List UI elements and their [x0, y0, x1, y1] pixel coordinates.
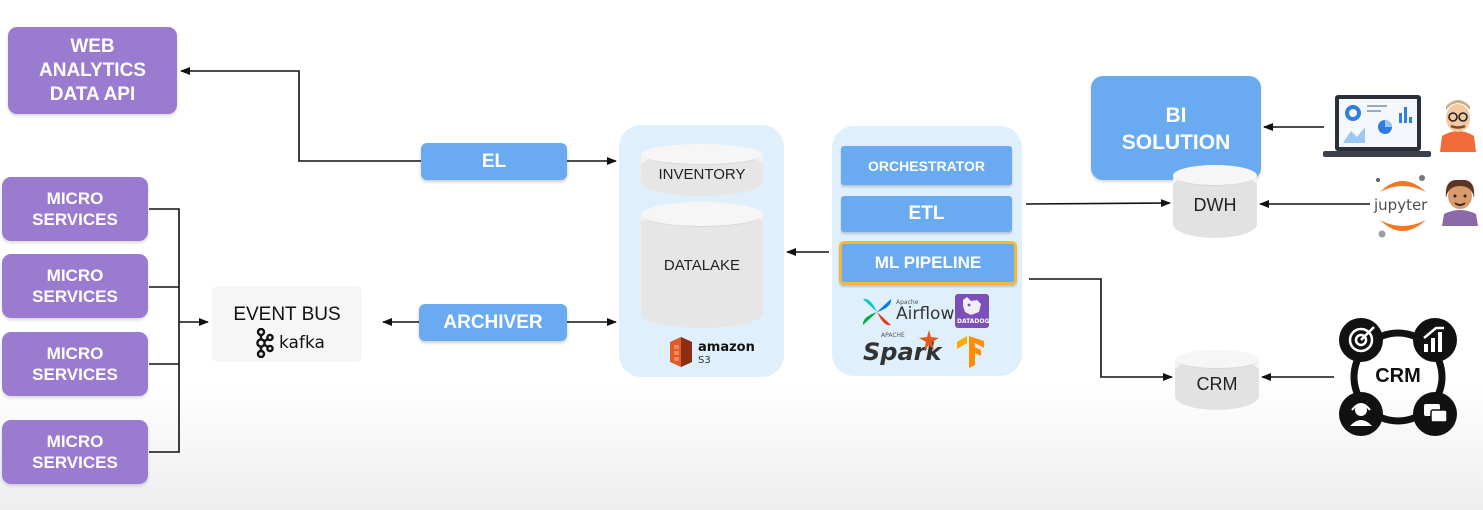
arrow-el-to-web-analytics	[180, 67, 421, 162]
crm-feature-icon: CRM	[1336, 318, 1460, 436]
tensorflow-logo	[954, 334, 988, 370]
arrow-etl-to-dwh	[1025, 199, 1171, 208]
micro-services-line1: MICRO	[46, 432, 104, 451]
s3-amazon-text: amazon	[698, 340, 755, 355]
bi-line2: SOLUTION	[1121, 131, 1231, 154]
micro-services-line1: MICRO	[46, 344, 104, 363]
airflow-text: Airflow	[896, 304, 955, 324]
airflow-logo: Apache Airflow	[860, 294, 954, 330]
bi-line1: BI	[1165, 104, 1187, 127]
inventory-label: INVENTORY	[658, 165, 746, 183]
bi-solution-box: BI SOLUTION	[1091, 76, 1261, 180]
tensorflow-icon	[957, 336, 984, 368]
micro-services-box-1: MICRO SERVICES	[2, 177, 148, 241]
micro-services-box-4: MICRO SERVICES	[2, 420, 148, 484]
kafka-logo: kafka	[254, 328, 325, 358]
web-analytics-line1: WEB	[70, 35, 115, 57]
kafka-icon	[256, 328, 274, 358]
jupyter-logo: jupyter	[1372, 172, 1434, 240]
crm-cylinder: CRM	[1175, 350, 1259, 410]
micro-services-line2: SERVICES	[32, 210, 118, 229]
airflow-apache-text: Apache	[896, 299, 919, 306]
web-analytics-data-api-box: WEB ANALYTICS DATA API	[8, 27, 177, 114]
spark-logo: APACHE Spark	[863, 330, 943, 368]
airflow-pinwheel-icon	[862, 298, 892, 326]
analyst-avatar	[1438, 96, 1478, 152]
datalake-label: DATALAKE	[663, 256, 741, 274]
data-scientist-avatar	[1440, 176, 1480, 226]
micro-services-box-3: MICRO SERVICES	[2, 332, 148, 396]
aws-s3-icon	[670, 337, 692, 367]
archiver-box: ARCHIVER	[419, 304, 567, 341]
kafka-text: kafka	[279, 333, 325, 353]
el-box: EL	[421, 143, 567, 180]
micro-services-bracket	[149, 208, 180, 453]
amazon-s3-logo: amazon S3	[668, 336, 755, 370]
micro-services-line2: SERVICES	[32, 365, 118, 384]
etl-box: ETL	[841, 196, 1012, 232]
laptop-icon	[1323, 95, 1431, 157]
event-bus-box: EVENT BUS kafka	[212, 286, 362, 362]
datadog-text: DATADOG	[957, 318, 990, 325]
datalake-cylinder: DATALAKE	[641, 202, 763, 328]
arrow-ml-to-crm	[1029, 278, 1173, 381]
micro-services-line1: MICRO	[46, 266, 104, 285]
crm-cluster-icon	[1339, 318, 1457, 436]
spark-apache-text: APACHE	[881, 332, 905, 339]
inventory-cylinder-top	[641, 144, 763, 165]
dwh-label: DWH	[1193, 195, 1237, 215]
crm-label: CRM	[1196, 373, 1238, 394]
ml-pipeline-box: ML PIPELINE	[839, 241, 1017, 285]
micro-services-line2: SERVICES	[32, 453, 118, 472]
dwh-cylinder: DWH	[1173, 165, 1257, 238]
micro-services-line1: MICRO	[46, 189, 104, 208]
inventory-cylinder: INVENTORY	[641, 144, 763, 196]
crm-cylinder-top	[1175, 350, 1259, 369]
jupyter-text: jupyter	[1374, 196, 1428, 214]
datadog-logo: DATADOG	[955, 294, 989, 328]
micro-services-line2: SERVICES	[32, 287, 118, 306]
spark-star-icon	[919, 330, 939, 350]
web-analytics-line2: ANALYTICS	[39, 59, 146, 81]
person-glasses-icon	[1440, 100, 1476, 152]
web-analytics-line3: DATA API	[49, 83, 136, 105]
laptop-dashboard-illustration	[1323, 93, 1431, 161]
person-woman-icon	[1442, 179, 1478, 226]
jupyter-icon	[1376, 175, 1426, 238]
event-bus-label: EVENT BUS	[233, 304, 341, 325]
crm-icon-label: CRM	[1375, 365, 1421, 387]
datadog-dog-icon	[963, 297, 981, 315]
micro-services-box-2: MICRO SERVICES	[2, 254, 148, 318]
datalake-cylinder-top	[641, 202, 763, 227]
orchestrator-box: ORCHESTRATOR	[841, 146, 1012, 185]
dwh-cylinder-top	[1173, 165, 1257, 186]
s3-text: S3	[698, 355, 711, 366]
